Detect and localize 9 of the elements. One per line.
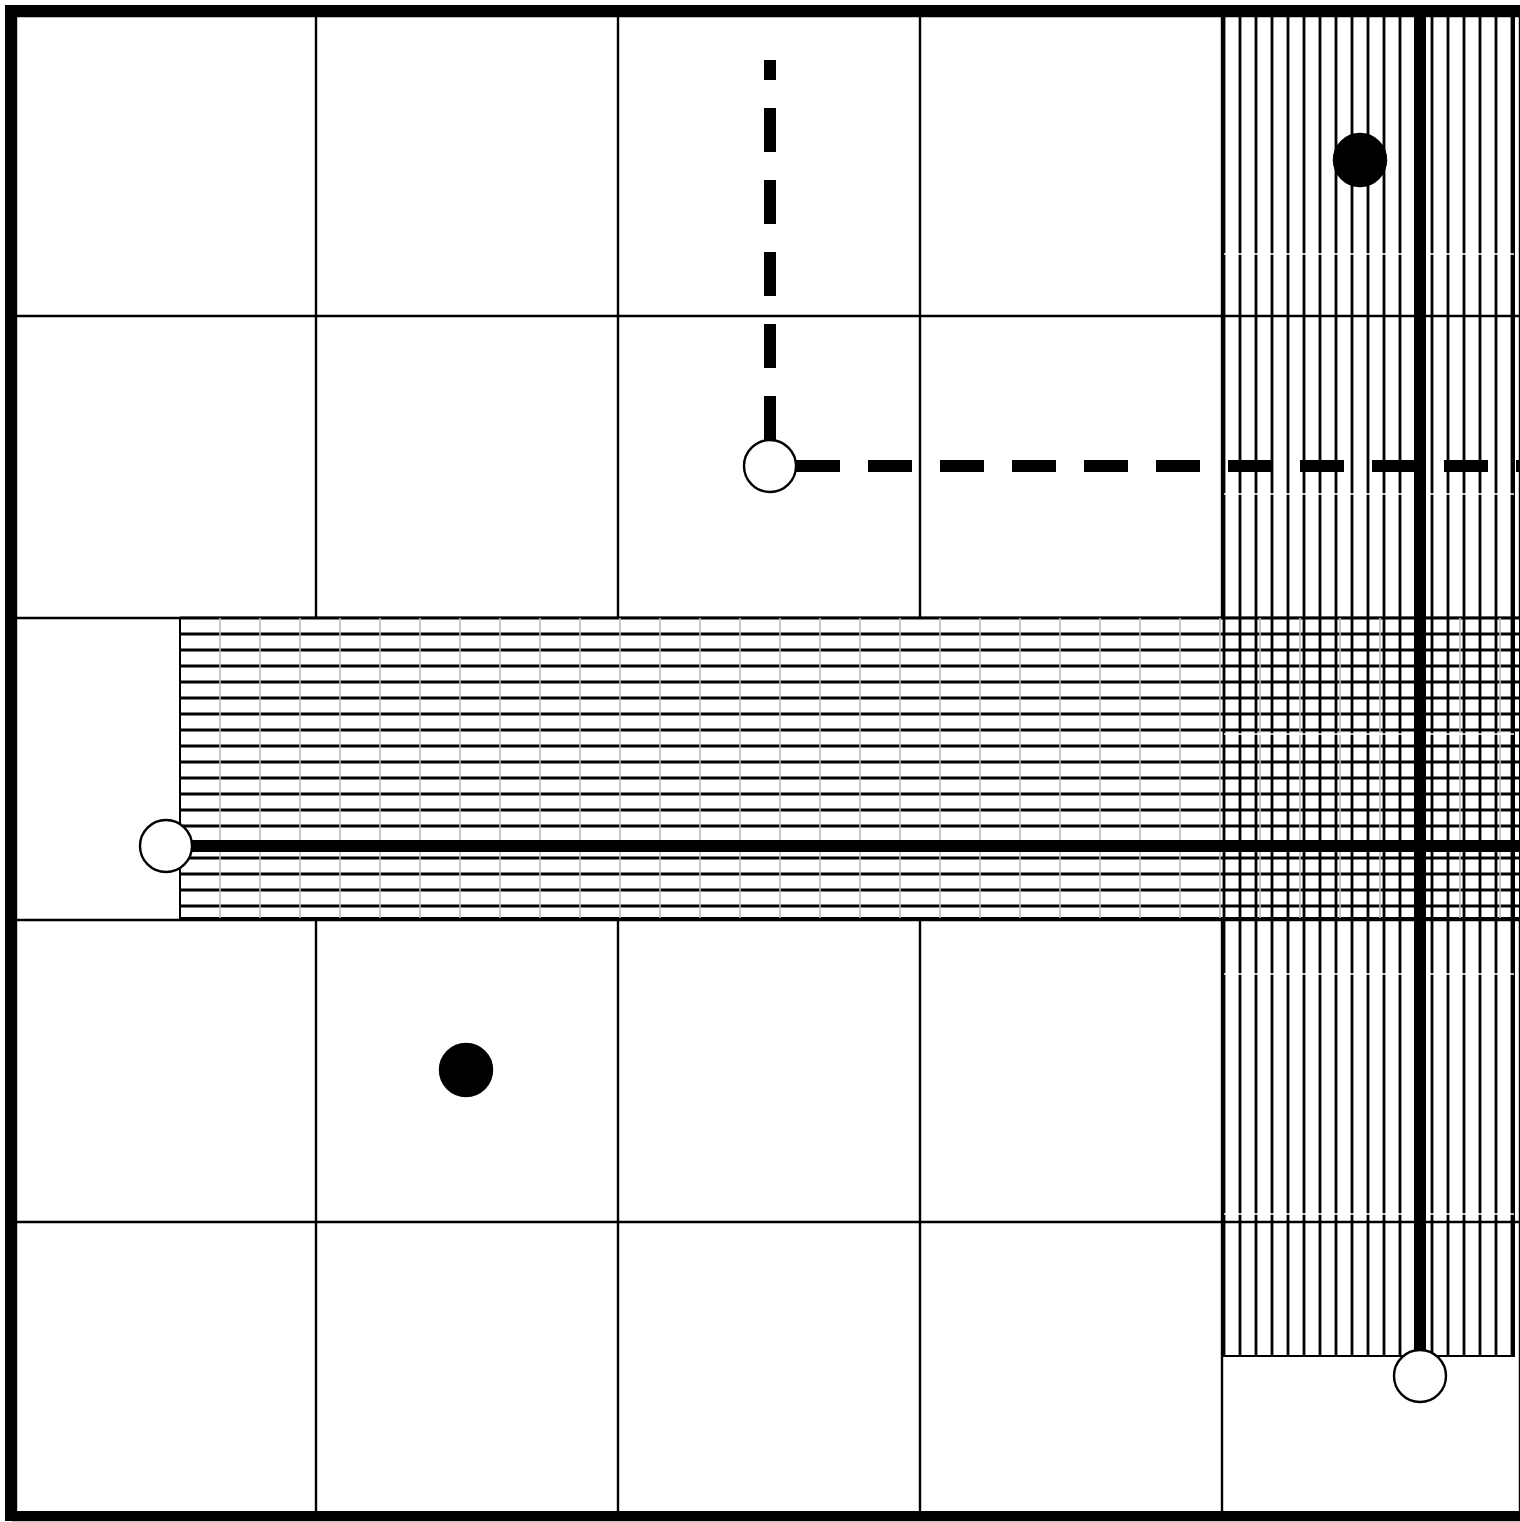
open-circle — [1392, 1348, 1448, 1404]
solid-line — [1414, 16, 1426, 1350]
dashed-line — [764, 60, 776, 440]
dashed-line — [796, 460, 1520, 472]
filled-dot — [438, 1042, 494, 1098]
solid-line — [192, 840, 1520, 852]
filled-dot — [1332, 132, 1388, 188]
open-circle — [138, 818, 194, 874]
open-circle — [742, 438, 798, 494]
